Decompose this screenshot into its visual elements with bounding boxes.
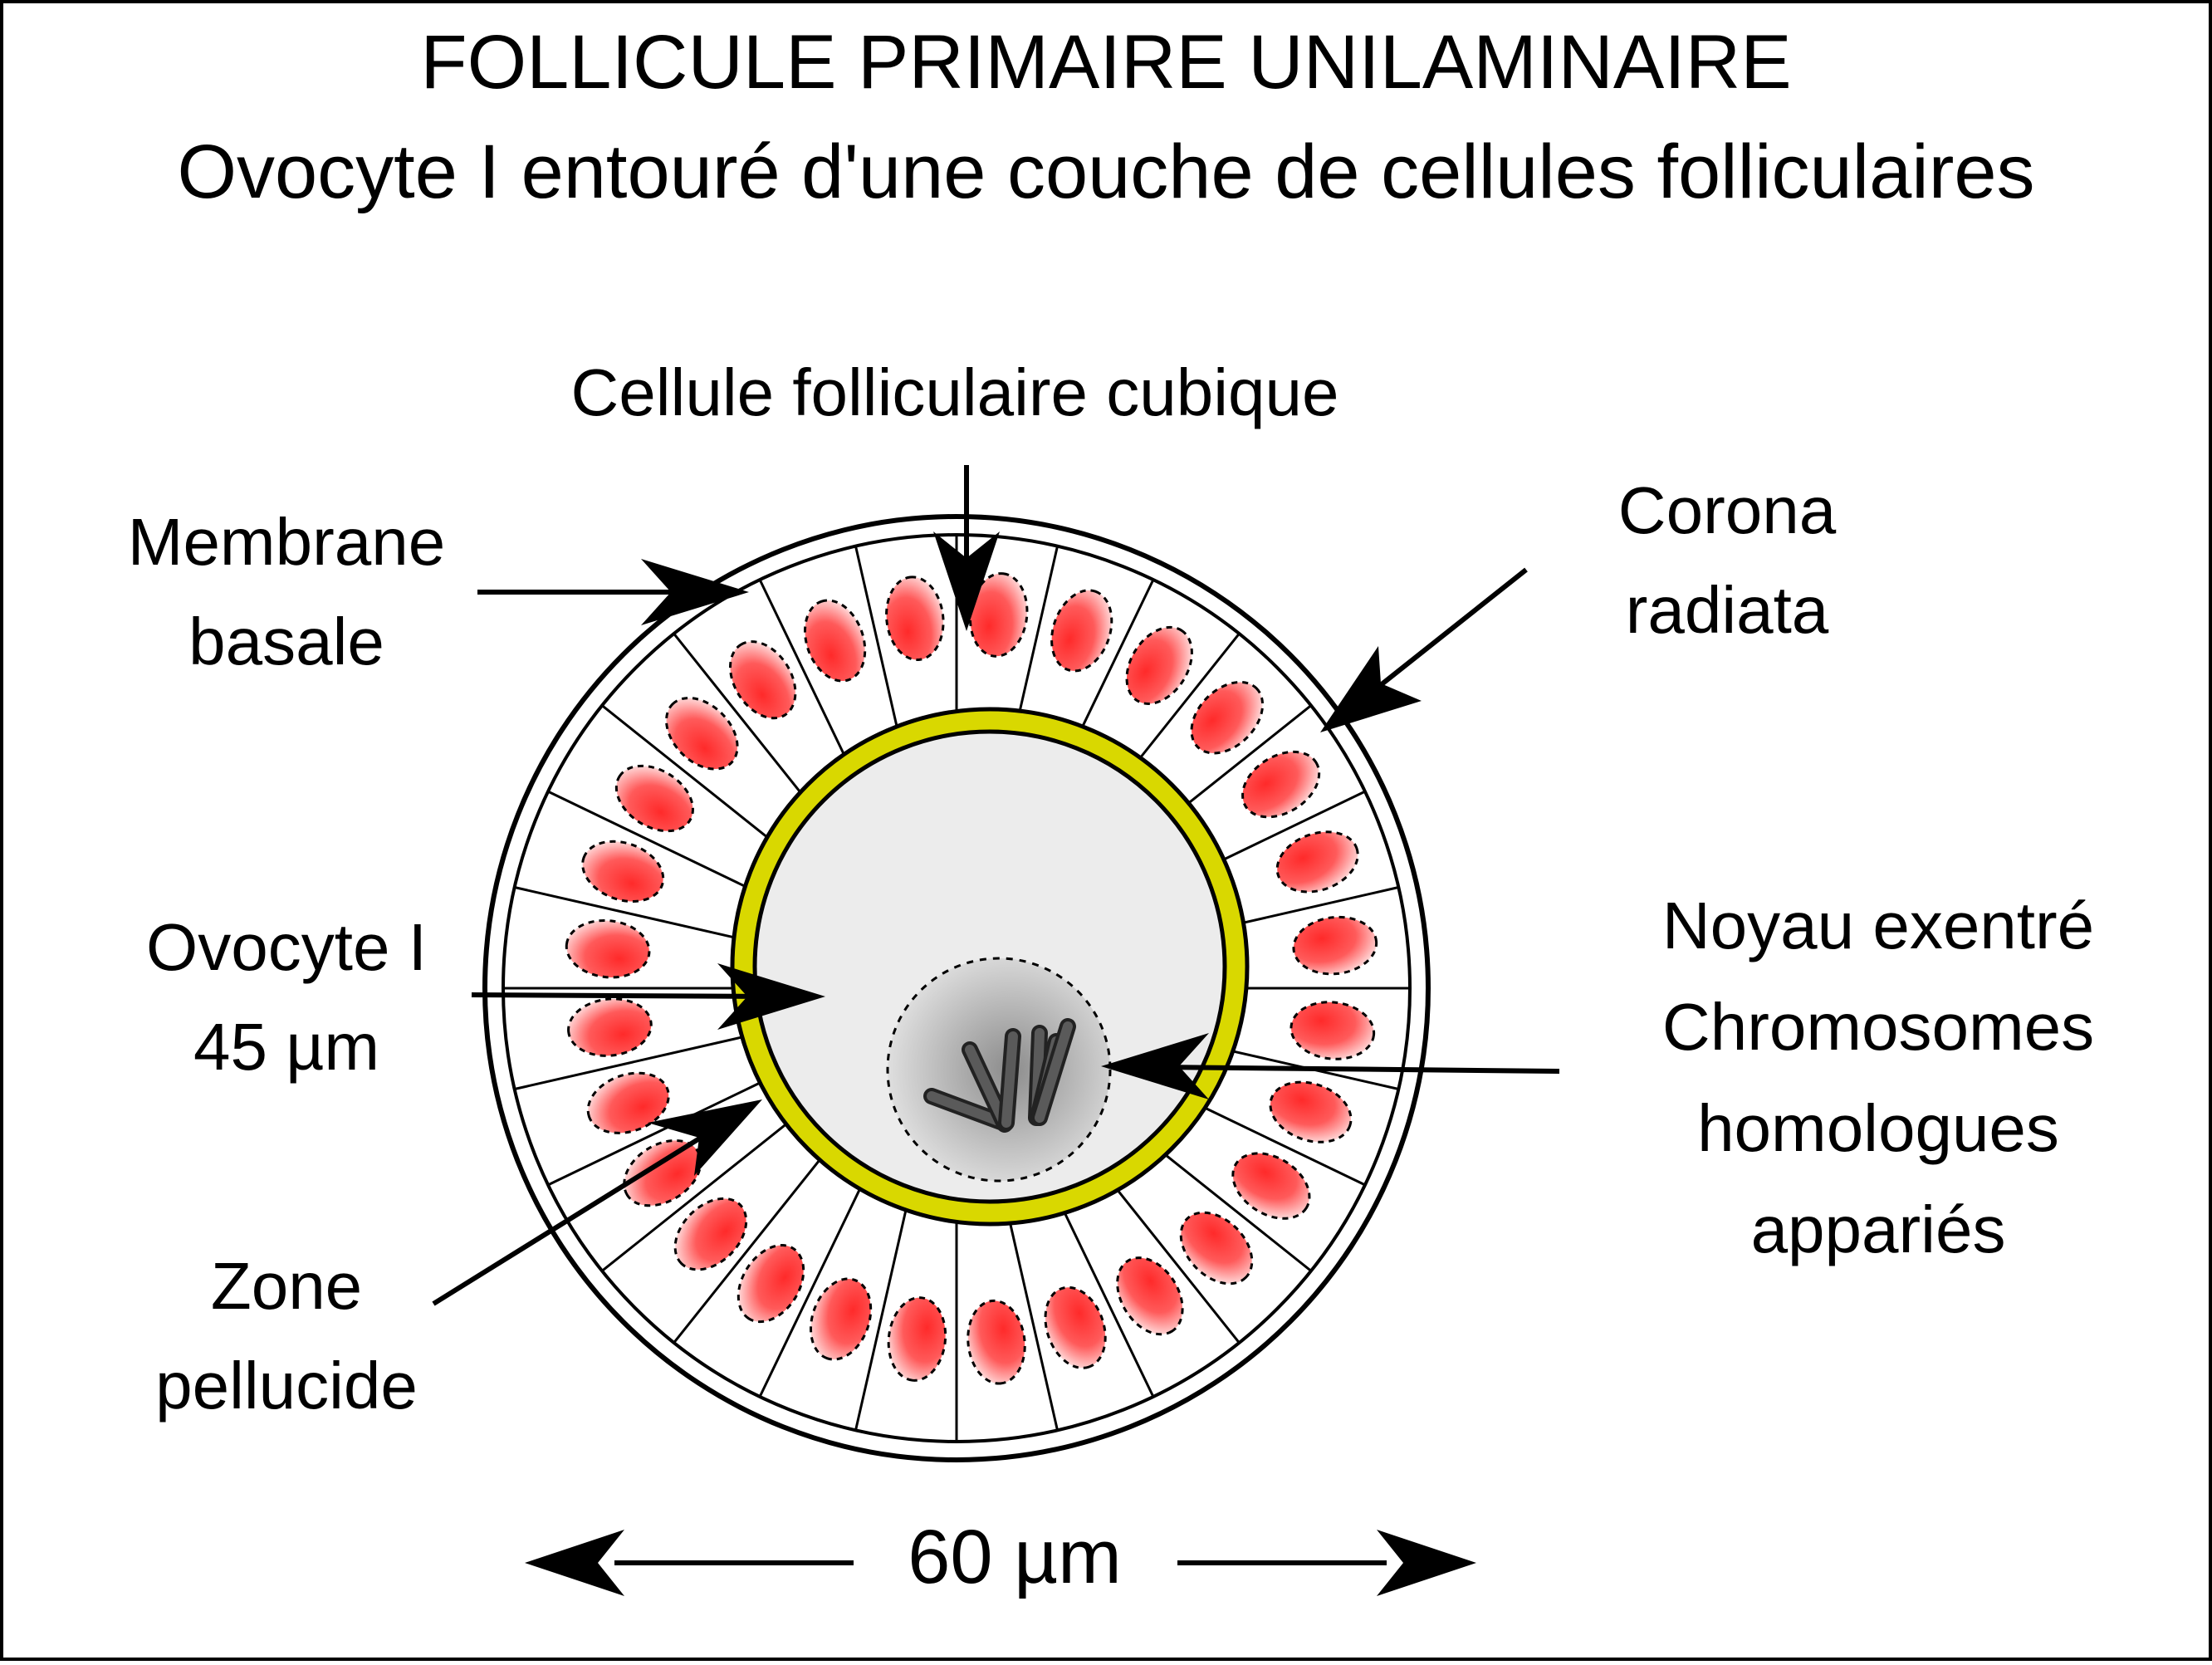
follicular-cell-nucleus <box>665 697 739 771</box>
label-corona-line1: Corona <box>1618 473 1837 547</box>
arrow-icon <box>1101 1033 1560 1099</box>
follicular-cell-nucleus <box>1044 1285 1107 1369</box>
label-scale: 60 µm <box>908 1515 1122 1599</box>
nucleus-envelope <box>886 957 1112 1183</box>
label-oocyte-line1: Ovocyte I <box>146 910 427 984</box>
label-nucleus-line2: Chromosomes <box>1662 990 2094 1064</box>
chromosomes <box>923 1018 1076 1133</box>
cell-divider <box>601 1123 787 1272</box>
cell-divider <box>601 704 768 839</box>
cell-divider <box>758 579 845 756</box>
follicular-cell-nucleus <box>1275 830 1359 894</box>
label-nucleus-line3: homologues <box>1697 1091 2059 1165</box>
follicle <box>482 514 1431 1462</box>
follicular-cell-nucleus <box>967 1299 1026 1385</box>
follicular-cell-nucleus <box>1050 589 1113 673</box>
diagram-title: FOLLICULE PRIMAIRE UNILAMINAIRE <box>420 20 1791 105</box>
follicular-cell-nucleus <box>887 1296 947 1382</box>
follicular-cell-nucleus <box>1116 1256 1184 1336</box>
cell-divider <box>1009 1222 1059 1431</box>
arrow-icon <box>477 559 749 625</box>
cell-divider <box>1081 579 1155 727</box>
cell-divider <box>1204 1106 1366 1187</box>
follicular-cell-nucleus <box>1125 625 1193 705</box>
follicular-cell-nucleus <box>1179 1211 1254 1285</box>
follicular-cell-nucleus <box>1292 915 1378 976</box>
cell-divider <box>673 633 802 794</box>
label-nucleus-line4: appariés <box>1751 1192 2006 1266</box>
follicular-cell-nucleus <box>567 997 653 1057</box>
follicular-cell-nucleus <box>729 640 797 720</box>
oocyte-nucleus <box>886 957 1112 1183</box>
cell-divider <box>547 790 746 888</box>
follicular-cell-nucleus <box>1241 750 1321 819</box>
cell-divider <box>547 1081 761 1187</box>
follicular-cell-dividers <box>503 535 1410 1442</box>
follicular-cell-nucleus <box>885 575 945 662</box>
follicular-cell-nucleus <box>1231 1152 1311 1220</box>
arrow-icon <box>432 1099 762 1306</box>
cell-divider <box>1164 1153 1312 1272</box>
label-oocyte-line2: 45 µm <box>193 1010 379 1084</box>
cell-divider <box>1139 633 1241 759</box>
label-zona-line1: Zone <box>211 1249 362 1323</box>
follicular-cell-nucleus <box>673 1197 748 1271</box>
follicular-cell-nucleus <box>586 1071 670 1134</box>
label-basal-membrane-line1: Membrane <box>128 505 445 579</box>
label-corona-line2: radiata <box>1626 573 1829 647</box>
cell-divider <box>514 886 735 939</box>
follicular-cell-nucleus <box>614 764 694 833</box>
follicular-cell-nucleus <box>581 840 665 903</box>
arrow-icon <box>933 465 1000 631</box>
cell-divider <box>758 1188 861 1398</box>
cell-divider <box>1223 790 1366 861</box>
cell-divider <box>1063 1212 1155 1398</box>
cell-divider <box>673 1158 821 1344</box>
follicular-cell-nucleus <box>1290 1001 1376 1060</box>
cell-divider <box>1018 546 1059 712</box>
cell-divider <box>514 1036 743 1090</box>
follicular-cell-nucleus <box>1190 680 1265 755</box>
follicular-cell-nucleus <box>804 599 867 683</box>
cell-divider <box>854 1209 908 1431</box>
label-nucleus-line1: Noyau exentré <box>1662 889 2094 962</box>
cell-divider <box>854 546 898 727</box>
follicular-cell-nucleus <box>565 918 651 979</box>
cell-divider <box>1116 1189 1241 1344</box>
diagram-subtitle: Ovocyte I entouré d'une couche de cellul… <box>177 130 2034 214</box>
label-basal-membrane-line2: basale <box>188 605 384 678</box>
follicular-cell-nucleus <box>1269 1080 1353 1143</box>
cell-divider <box>1187 704 1312 805</box>
arrow-icon <box>471 963 825 1030</box>
double-arrow-icon <box>525 1530 1476 1596</box>
label-follicular-cell: Cellule folliculaire cubique <box>571 355 1339 429</box>
cell-divider <box>1243 886 1399 924</box>
pointer-arrows <box>432 465 1560 1306</box>
follicular-cell-nuclei <box>565 572 1378 1385</box>
arrow-icon <box>1320 567 1528 732</box>
follicular-cell-nucleus <box>737 1244 805 1324</box>
label-zona-line2: pellucide <box>155 1349 418 1423</box>
follicular-cell-nucleus <box>810 1277 873 1361</box>
